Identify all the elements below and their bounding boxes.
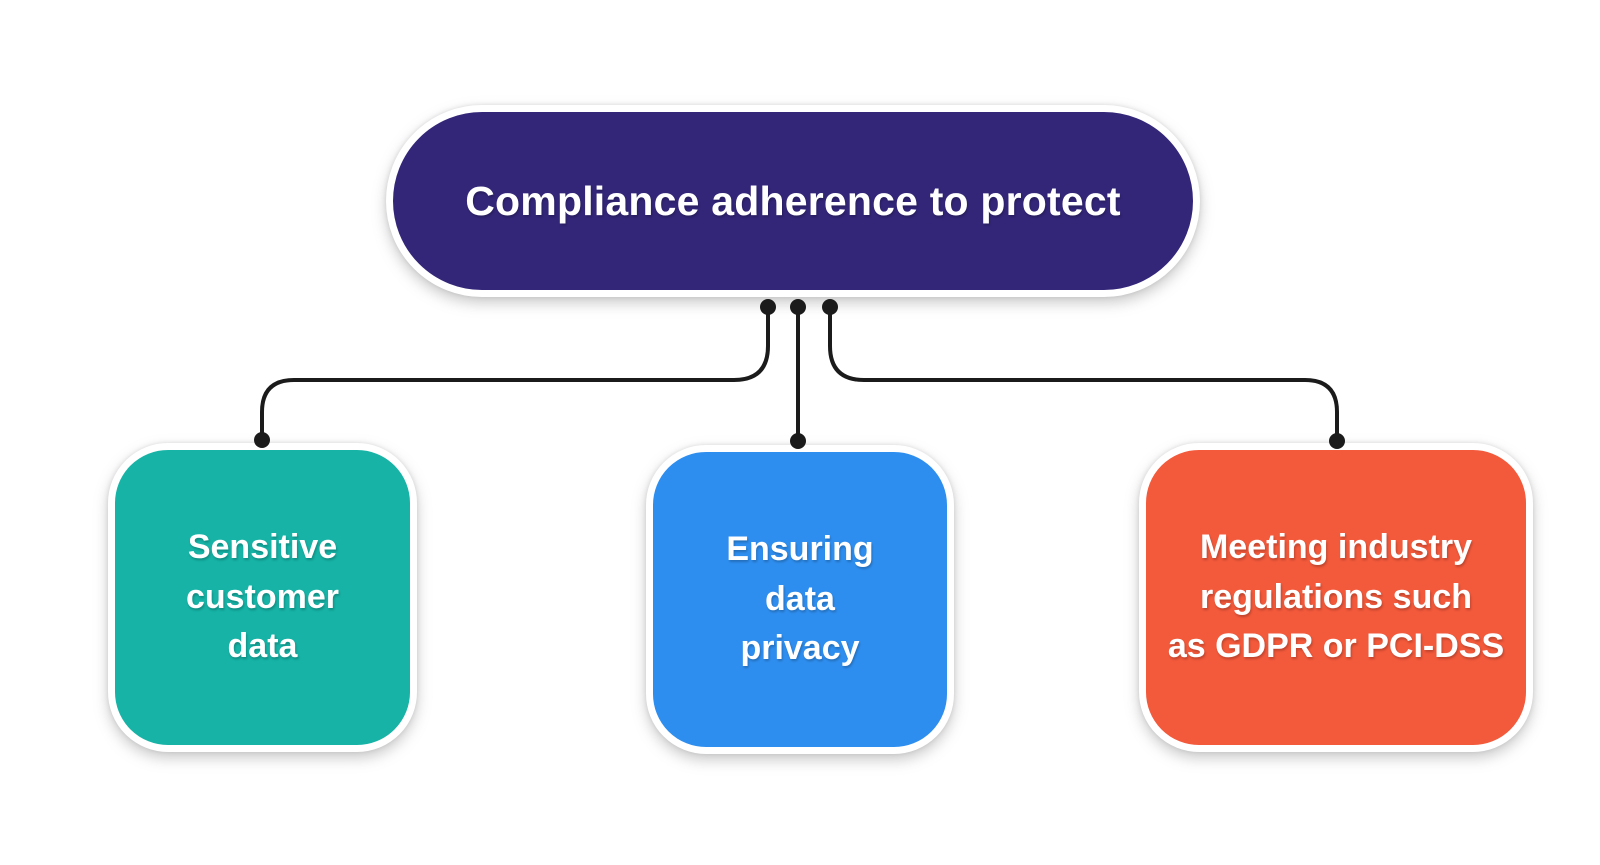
connector-right bbox=[828, 305, 1339, 436]
connector-dot bbox=[822, 299, 838, 315]
node-label: Meeting industry regulations such as GDP… bbox=[1167, 527, 1505, 666]
node-sensitive-customer-data: Sensitive customer data bbox=[108, 443, 417, 752]
connector-dot bbox=[790, 299, 806, 315]
node-label: Ensuring data privacy bbox=[726, 529, 874, 668]
node-label: Sensitive customer data bbox=[185, 527, 340, 666]
connector-paths bbox=[260, 305, 1339, 438]
node-root-compliance: Compliance adherence to protect bbox=[386, 105, 1200, 297]
node-industry-regulations: Meeting industry regulations such as GDP… bbox=[1139, 443, 1533, 752]
connector-left bbox=[260, 305, 770, 436]
node-ensuring-data-privacy: Ensuring data privacy bbox=[646, 445, 954, 754]
connector-dots bbox=[254, 299, 1345, 449]
connector-dot bbox=[760, 299, 776, 315]
node-root-label: Compliance adherence to protect bbox=[465, 177, 1121, 224]
